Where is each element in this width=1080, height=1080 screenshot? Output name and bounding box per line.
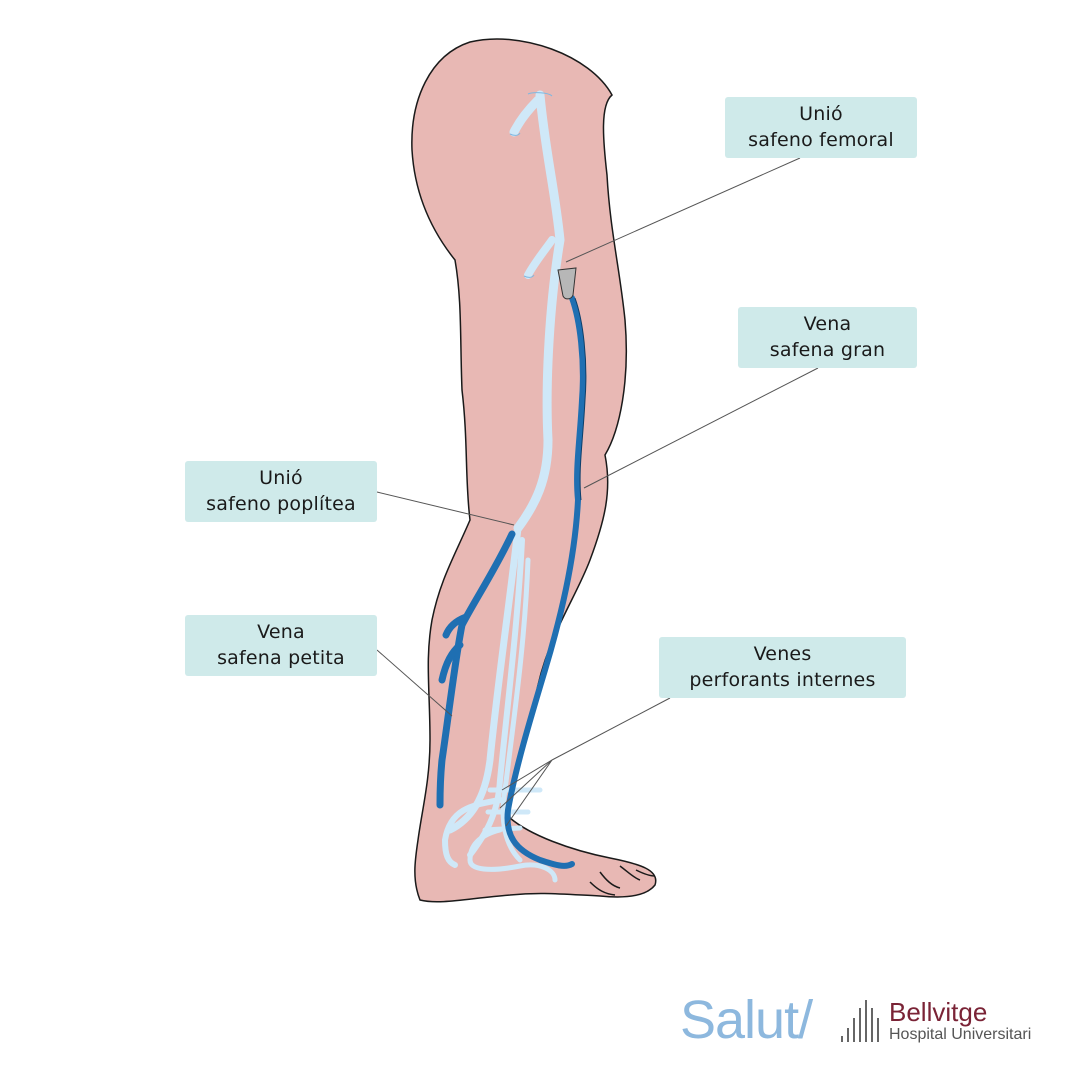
label-perforants-line2: perforants internes — [689, 669, 876, 691]
label-perforator-veins: Venes perforants internes — [659, 637, 906, 698]
label-femoral-junction: Unió safeno femoral — [725, 97, 917, 158]
label-femoral-line2: safeno femoral — [748, 129, 894, 151]
hospital-name: Bellvitge — [889, 997, 988, 1027]
bellvitge-logo-icon — [841, 1000, 879, 1042]
label-petita-line1: Vena — [257, 621, 305, 643]
label-poplitea-line1: Unió — [259, 467, 303, 489]
leg-silhouette — [411, 38, 657, 903]
label-petita-line2: safena petita — [217, 647, 345, 669]
salut-logo: Salut/ — [680, 990, 813, 1050]
label-great-saphenous: Vena safena gran — [738, 307, 917, 368]
label-small-saphenous: Vena safena petita — [185, 615, 377, 676]
label-popliteal-junction: Unió safeno poplítea — [185, 461, 377, 522]
label-poplitea-line2: safeno poplítea — [206, 493, 356, 515]
great-saphenous-vein — [504, 295, 586, 869]
catheter-tip-icon — [557, 267, 577, 300]
deep-veins — [441, 90, 565, 883]
small-saphenous-vein — [436, 530, 516, 809]
vein-outlines — [509, 92, 553, 278]
great-saphenous-vein-outline — [574, 297, 587, 501]
leader-lines — [376, 157, 819, 827]
label-femoral-line1: Unió — [799, 103, 843, 125]
label-gran-line1: Vena — [803, 313, 852, 335]
toes-detail — [589, 865, 656, 896]
label-perforants-line1: Venes — [753, 643, 812, 665]
hospital-subtitle: Hospital Universitari — [889, 1026, 1032, 1043]
label-gran-line2: safena gran — [769, 339, 886, 361]
